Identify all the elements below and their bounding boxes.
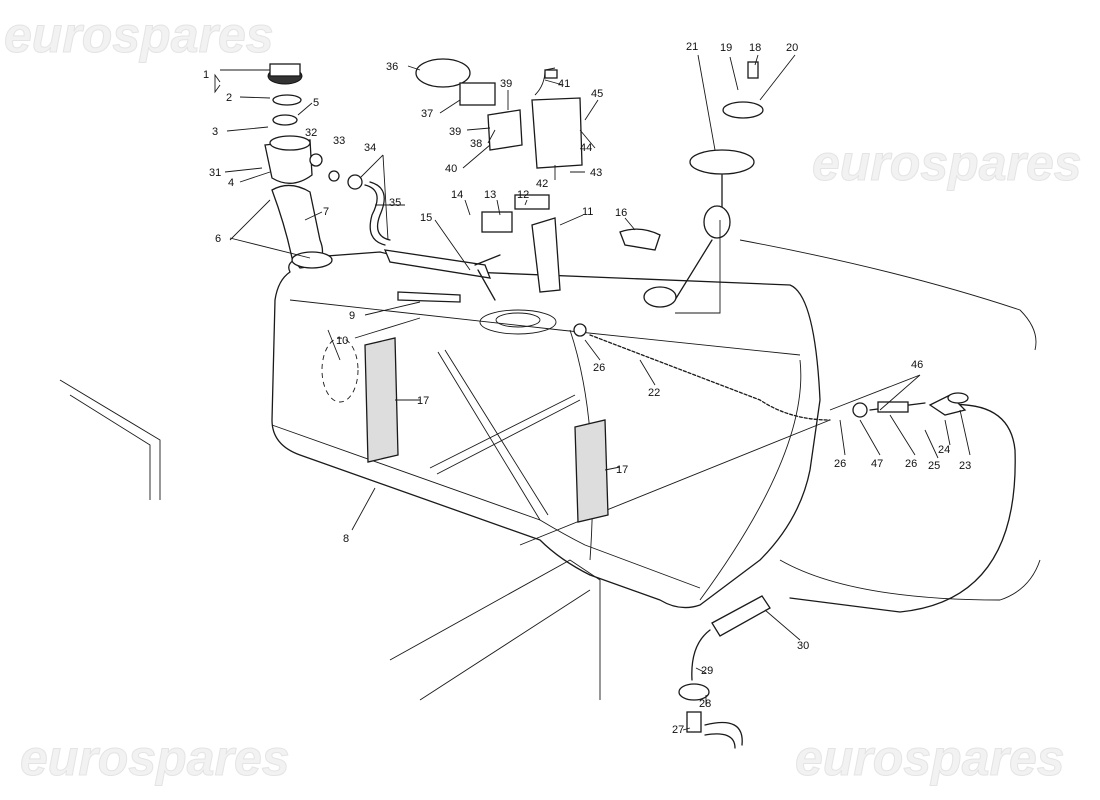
leader-lines (214, 54, 971, 731)
part-label: 33 (333, 135, 345, 147)
part-label: 20 (786, 42, 798, 54)
part-number-labels: 1 2 3 5 31 32 33 34 4 7 6 35 36 37 39 39… (203, 41, 971, 736)
part-label: 8 (343, 533, 349, 545)
part-label: 21 (686, 41, 698, 53)
part-label: 2 (226, 92, 232, 104)
level-sender (643, 61, 764, 314)
part-label: 11 (582, 206, 593, 218)
part-label: 31 (209, 167, 221, 179)
part-label: 39 (500, 78, 512, 90)
part-label: 41 (558, 78, 570, 90)
part-label: 6 (215, 233, 221, 245)
watermarks: eurospares eurospares eurospares eurospa… (4, 7, 1083, 787)
part-label: 19 (720, 42, 732, 54)
part-label: 17 (616, 464, 628, 476)
part-label: 14 (451, 189, 463, 201)
part-label: 1 (203, 69, 209, 81)
sender-parts (383, 58, 661, 303)
part-label: 10 (336, 335, 348, 347)
part-label: 9 (349, 310, 355, 322)
part-label: 34 (364, 142, 376, 154)
part-label: 27 (672, 724, 684, 736)
part-label: 23 (959, 460, 971, 472)
watermark: eurospares (4, 7, 274, 63)
part-label: 39 (449, 126, 461, 138)
part-label: 7 (323, 206, 329, 218)
part-label: 26 (593, 362, 605, 374)
part-label: 37 (421, 108, 433, 120)
part-label: 47 (871, 458, 883, 470)
part-label: 4 (228, 177, 234, 189)
part-label: 43 (590, 167, 602, 179)
filler-assembly (264, 63, 391, 269)
part-label: 13 (484, 189, 496, 201)
part-label: 42 (536, 178, 548, 190)
part-label: 17 (417, 395, 429, 407)
part-label: 45 (591, 88, 603, 100)
watermark: eurospares (812, 135, 1082, 191)
part-label: 24 (938, 444, 950, 456)
part-label: 15 (420, 212, 432, 224)
part-label: 29 (701, 665, 713, 677)
part-label: 25 (928, 460, 940, 472)
fuel-tank (271, 251, 821, 609)
part-label: 26 (905, 458, 917, 470)
part-label: 22 (648, 387, 660, 399)
part-label: 46 (911, 359, 923, 371)
car-body-outline (59, 239, 1041, 701)
part-label: 40 (445, 163, 457, 175)
part-label: 30 (797, 640, 809, 652)
part-label: 12 (517, 189, 529, 201)
part-label: 28 (699, 698, 711, 710)
part-label: 5 (313, 97, 319, 109)
part-label: 32 (305, 127, 317, 139)
watermark: eurospares (795, 730, 1065, 786)
part-label: 18 (749, 42, 761, 54)
part-label: 3 (212, 126, 218, 138)
part-label: 35 (389, 197, 401, 209)
part-label: 26 (834, 458, 846, 470)
watermark: eurospares (20, 730, 290, 786)
part-label: 36 (386, 61, 398, 73)
part-label: 38 (470, 138, 482, 150)
part-label: 16 (615, 207, 627, 219)
fuel-lines (573, 323, 1016, 749)
part-label: 44 (580, 142, 592, 154)
